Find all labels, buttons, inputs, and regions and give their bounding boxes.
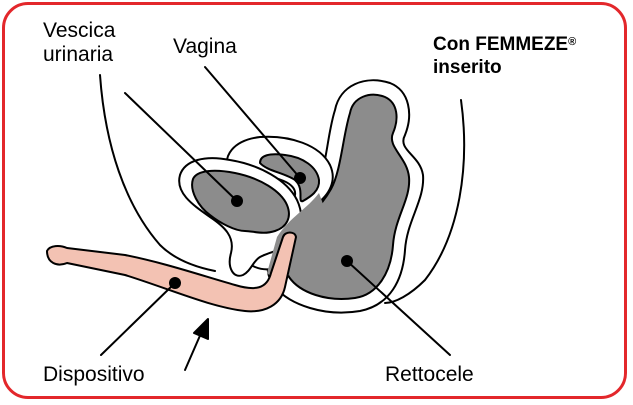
registered-mark: ® bbox=[568, 36, 576, 48]
title-text: Con FEMMEZE bbox=[433, 34, 568, 55]
title-line-2: inserito bbox=[433, 56, 576, 79]
device-label: Dispositivo bbox=[43, 363, 145, 387]
diagram-frame: Vescica urinaria Vagina Dispositivo Rett… bbox=[2, 2, 627, 399]
vagina-label: Vagina bbox=[173, 35, 237, 59]
vagina-dot bbox=[294, 172, 306, 184]
rectocele-dot bbox=[341, 255, 353, 267]
bladder-label: Vescica urinaria bbox=[43, 19, 115, 67]
device-dot bbox=[169, 277, 181, 289]
page-title: Con FEMMEZE® inserito bbox=[433, 33, 576, 79]
bladder-dot bbox=[231, 195, 243, 207]
rectocele-label: Rettocele bbox=[385, 363, 474, 387]
title-line-1: Con FEMMEZE® bbox=[433, 33, 576, 56]
device-pointer bbox=[101, 283, 175, 355]
insertion-arrow bbox=[185, 331, 202, 370]
insertion-arrowhead bbox=[194, 319, 208, 339]
